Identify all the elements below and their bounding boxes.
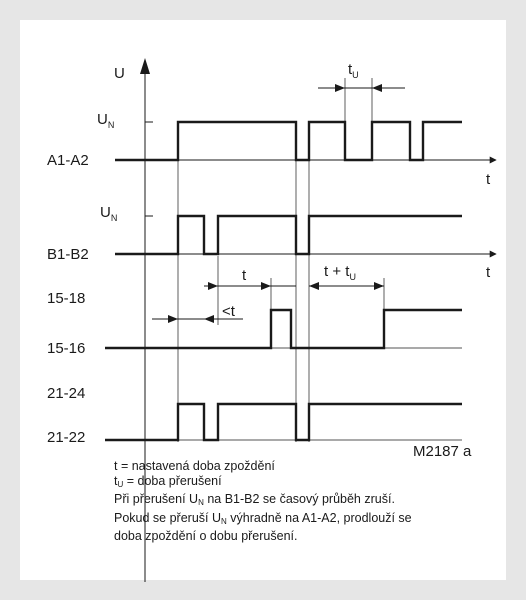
reference-lines xyxy=(177,122,310,442)
t-axis-label-b1: t xyxy=(486,264,491,281)
signal-21 xyxy=(105,402,462,442)
tu-label: tU xyxy=(348,61,359,80)
legend-line-3: Při přerušení UN na B1-B2 se časový průb… xyxy=(114,492,395,507)
tplus-arrow-right xyxy=(374,282,384,290)
legend-line-4: Pokud se přeruší UN výhradně na A1-A2, p… xyxy=(114,510,412,526)
signal-b1-b2 xyxy=(115,214,462,256)
u-axis-arrow xyxy=(140,58,150,74)
tu-arrow-right xyxy=(372,84,382,92)
legend-notes: t = nastavená doba zpoždění tU = doba př… xyxy=(114,459,514,544)
legend-line-1: t = nastavená doba zpoždění xyxy=(114,459,275,473)
t-dim-label: t xyxy=(242,267,247,284)
t-dim-arrow-left xyxy=(208,282,218,290)
row-label-b1-b2: B1-B2 xyxy=(47,246,89,263)
diagram-panel xyxy=(20,20,506,580)
t-dim-arrow-right xyxy=(261,282,271,290)
legend-line-2: tU = doba přerušení xyxy=(114,473,222,489)
tplus-arrow-left xyxy=(309,282,319,290)
signal-15 xyxy=(105,308,462,350)
legend-line-5: doba zpoždění o dobu přerušení. xyxy=(114,529,298,543)
row-label-15-18: 15-18 xyxy=(47,290,85,307)
un-label-a1: UN xyxy=(97,111,114,130)
t-axis-label-a1: t xyxy=(486,171,491,188)
figure-id: M2187 a xyxy=(413,443,472,460)
row-label-15-16: 15-16 xyxy=(47,340,85,357)
u-axis-label: U xyxy=(114,65,125,82)
row-label-21-24: 21-24 xyxy=(47,385,85,402)
signal-a1-a2 xyxy=(115,120,462,162)
tplus-label: t + tU xyxy=(324,263,356,282)
lt-label: <t xyxy=(222,303,236,320)
tu-arrow-left xyxy=(335,84,345,92)
row-label-21-22: 21-22 xyxy=(47,429,85,446)
lt-arrow-left xyxy=(168,315,178,323)
lt-arrow-right xyxy=(204,315,214,323)
un-label-b1: UN xyxy=(100,204,117,223)
row-label-a1-a2: A1-A2 xyxy=(47,152,89,169)
